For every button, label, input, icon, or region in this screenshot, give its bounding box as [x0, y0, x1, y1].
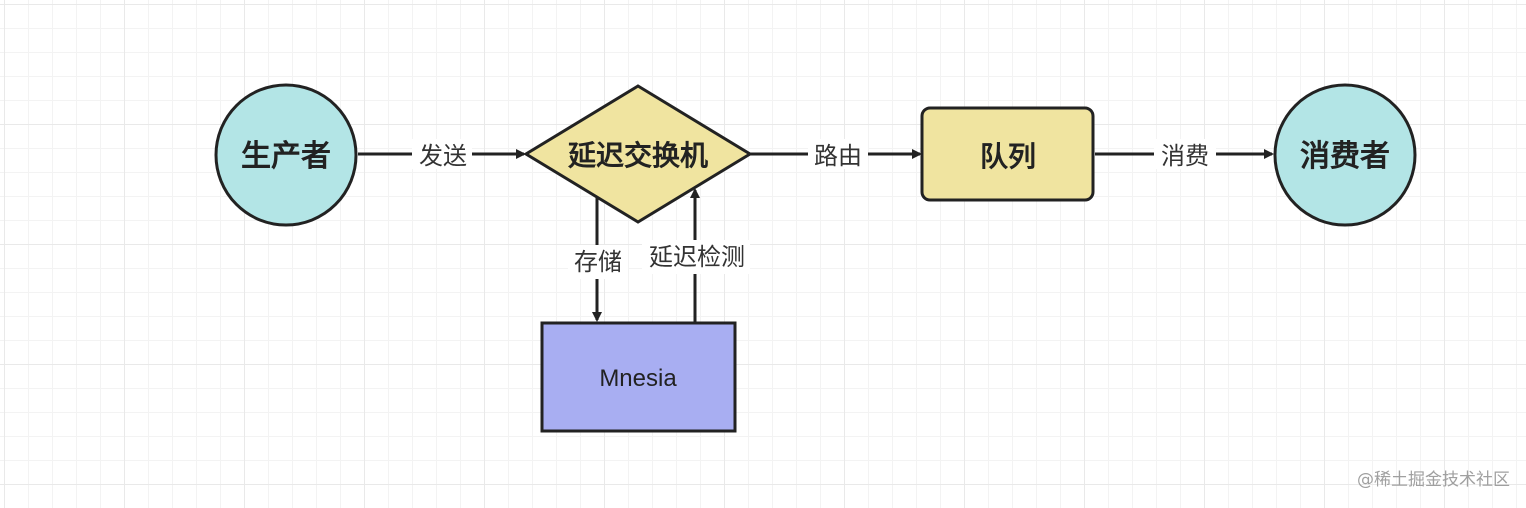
- edge-route-label-bg: [808, 139, 868, 169]
- edge-send-label-bg: [412, 139, 472, 169]
- delay-exchange-label: 延迟交换机: [567, 139, 708, 172]
- queue-label: 队列: [980, 140, 1036, 173]
- consumer-node[interactable]: [1273, 83, 1417, 227]
- edge-consume-label: 消费: [1161, 142, 1209, 170]
- producer-label: 生产者: [241, 139, 331, 174]
- consumer-label: 消费者: [1300, 139, 1390, 174]
- mnesia-node[interactable]: [540, 321, 737, 433]
- edge-delay-check-label: 延迟检测: [649, 243, 745, 271]
- edge-delay-check-label-bg: [642, 240, 750, 274]
- delay-exchange-node[interactable]: [523, 84, 753, 224]
- mnesia-label: Mnesia: [599, 365, 677, 392]
- edge-route-label: 路由: [814, 142, 862, 170]
- edge-store-label: 存储: [574, 248, 622, 276]
- edge-consume-label-bg: [1154, 139, 1216, 169]
- edge-store-label-bg: [568, 245, 628, 279]
- queue-node[interactable]: [920, 106, 1095, 202]
- watermark: @稀土掘金技术社区: [1357, 470, 1510, 490]
- edge-send-label: 发送: [419, 142, 467, 170]
- producer-node[interactable]: [214, 83, 358, 227]
